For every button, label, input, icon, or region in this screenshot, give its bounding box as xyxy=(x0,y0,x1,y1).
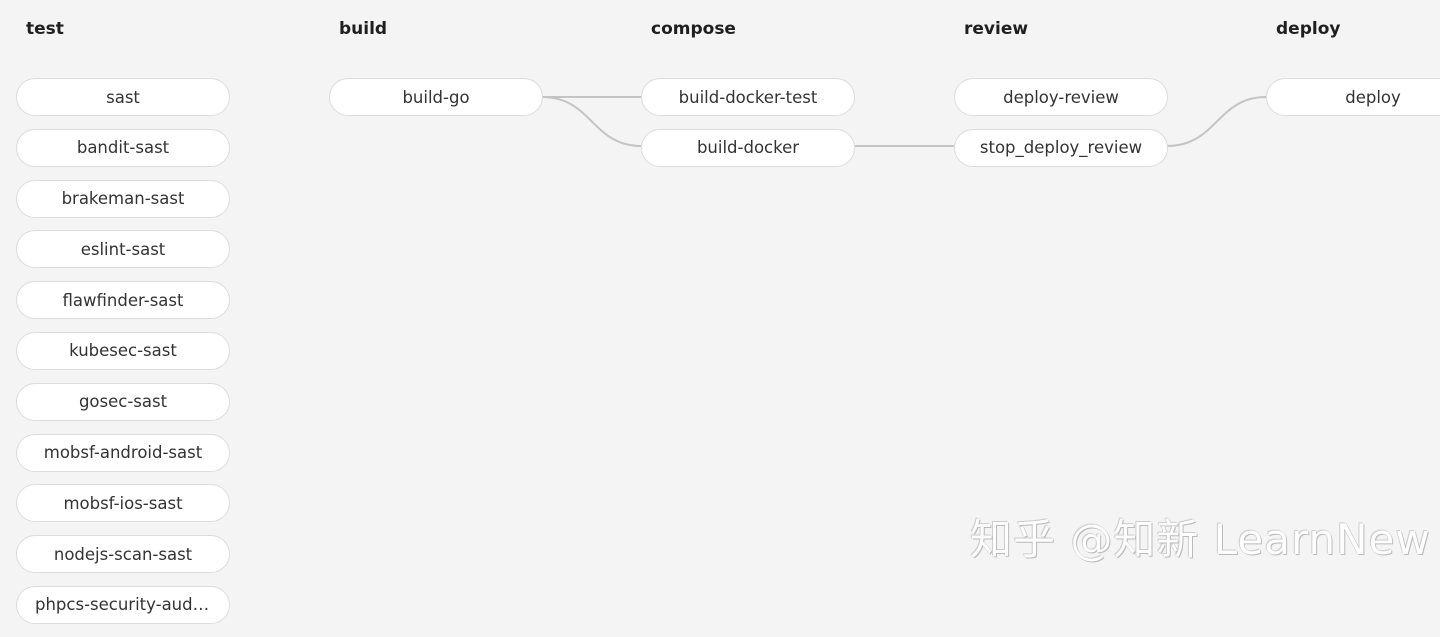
job-label: nodejs-scan-sast xyxy=(53,544,193,564)
job-label: mobsf-android-sast xyxy=(43,443,203,463)
job-mobsf-ios-sast[interactable]: mobsf-ios-sast xyxy=(16,484,230,523)
stage-title: test xyxy=(26,19,64,39)
job-deploy-review[interactable]: deploy-review xyxy=(954,78,1168,116)
job-label: kubesec-sast xyxy=(69,341,177,361)
watermark: 知乎 @知新 LearnNew xyxy=(970,515,1431,564)
job-build-docker[interactable]: build-docker xyxy=(641,128,855,167)
stage-jobs: sast bandit-sast brakeman-sast eslint-sa… xyxy=(16,78,230,637)
job-flawfinder-sast[interactable]: flawfinder-sast xyxy=(16,281,230,320)
pipeline-graph: test sast bandit-sast brakeman-sast esli… xyxy=(16,0,1440,624)
job-stop-deploy-review[interactable]: stop_deploy_review xyxy=(954,128,1168,167)
stage-jobs: deploy-review stop_deploy_review xyxy=(954,78,1168,180)
job-label: brakeman-sast xyxy=(61,189,185,209)
job-phpcs-security-audit[interactable]: phpcs-security-audit-... xyxy=(16,585,230,624)
stage-title: build xyxy=(339,19,388,39)
job-label: phpcs-security-audit-... xyxy=(35,595,211,615)
job-label: sast xyxy=(106,87,140,107)
job-label: deploy-review xyxy=(1003,87,1119,107)
job-kubesec-sast[interactable]: kubesec-sast xyxy=(16,331,230,370)
stage-jobs: build-docker-test build-docker xyxy=(641,78,855,180)
link-stop-deploy-review-to-deploy xyxy=(1166,96,1267,147)
job-label: flawfinder-sast xyxy=(62,290,184,310)
job-label: build-docker xyxy=(696,138,800,158)
job-label: bandit-sast xyxy=(76,138,170,158)
job-label: mobsf-ios-sast xyxy=(63,493,183,513)
job-deploy[interactable]: deploy xyxy=(1266,78,1440,116)
stage-deploy: deploy deploy xyxy=(1266,0,1440,591)
job-sast[interactable]: sast xyxy=(16,78,230,116)
job-bandit-sast[interactable]: bandit-sast xyxy=(16,128,230,167)
job-build-go[interactable]: build-go xyxy=(329,78,543,116)
stage-title: compose xyxy=(651,19,736,39)
stage-jobs: build-go xyxy=(329,78,543,129)
job-label: build-docker-test xyxy=(678,87,818,107)
job-gosec-sast[interactable]: gosec-sast xyxy=(16,382,230,421)
stage-jobs: deploy xyxy=(1266,78,1440,129)
job-label: eslint-sast xyxy=(80,239,166,259)
job-eslint-sast[interactable]: eslint-sast xyxy=(16,230,230,269)
stage-title: deploy xyxy=(1276,19,1341,39)
job-build-docker-test[interactable]: build-docker-test xyxy=(641,78,855,116)
job-label: build-go xyxy=(402,87,470,107)
job-label: deploy xyxy=(1345,87,1401,107)
job-nodejs-scan-sast[interactable]: nodejs-scan-sast xyxy=(16,535,230,574)
job-mobsf-android-sast[interactable]: mobsf-android-sast xyxy=(16,433,230,472)
job-label: stop_deploy_review xyxy=(979,138,1143,158)
job-brakeman-sast[interactable]: brakeman-sast xyxy=(16,179,230,218)
job-label: gosec-sast xyxy=(78,392,168,412)
stage-title: review xyxy=(964,19,1029,39)
link-build-go-to-build-docker xyxy=(541,96,642,147)
